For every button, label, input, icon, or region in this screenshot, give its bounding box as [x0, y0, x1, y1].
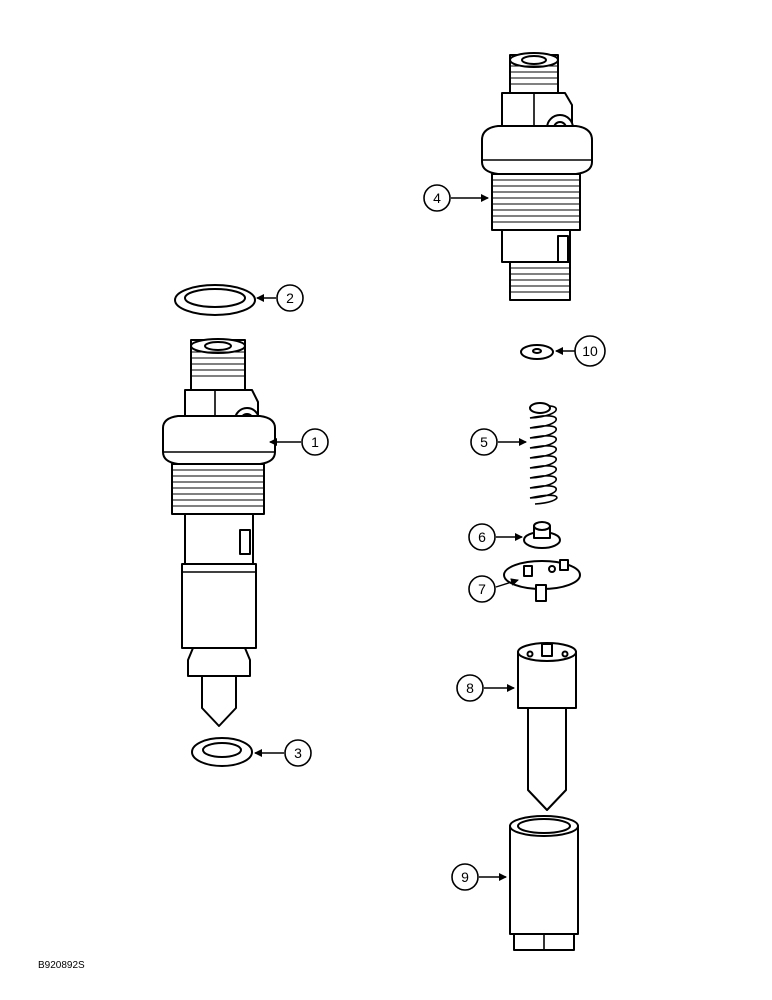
callout-label: 6 [478, 529, 486, 545]
callout-10: 10 [555, 335, 606, 367]
injector-holder-body [481, 52, 593, 301]
injector-assembly [162, 338, 276, 727]
callout-label: 3 [294, 745, 302, 761]
reference-code: B920892S [38, 960, 85, 971]
callout-8: 8 [456, 674, 515, 702]
washer-3 [191, 737, 253, 767]
shim-10 [520, 344, 554, 360]
callout-5: 5 [470, 428, 527, 456]
callout-7: 7 [468, 575, 519, 603]
callout-6: 6 [468, 523, 523, 551]
callout-label: 1 [311, 434, 319, 450]
callout-9: 9 [451, 863, 507, 891]
spring-seat-6 [523, 521, 561, 549]
callout-3: 3 [254, 739, 312, 767]
callout-label: 9 [461, 869, 469, 885]
callout-2: 2 [256, 284, 304, 312]
callout-label: 4 [433, 190, 441, 206]
nozzle-8 [517, 642, 577, 811]
callout-label: 7 [478, 581, 486, 597]
spring-5 [529, 402, 558, 505]
callout-label: 10 [582, 343, 598, 359]
callout-label: 8 [466, 680, 474, 696]
intermediate-disc-7 [503, 559, 581, 602]
callout-4: 4 [423, 184, 489, 212]
callout-label: 2 [286, 290, 294, 306]
callout-1: 1 [269, 428, 329, 456]
sealing-ring-2 [174, 284, 256, 316]
nozzle-cap-nut-9 [509, 815, 579, 951]
callout-label: 5 [480, 434, 488, 450]
